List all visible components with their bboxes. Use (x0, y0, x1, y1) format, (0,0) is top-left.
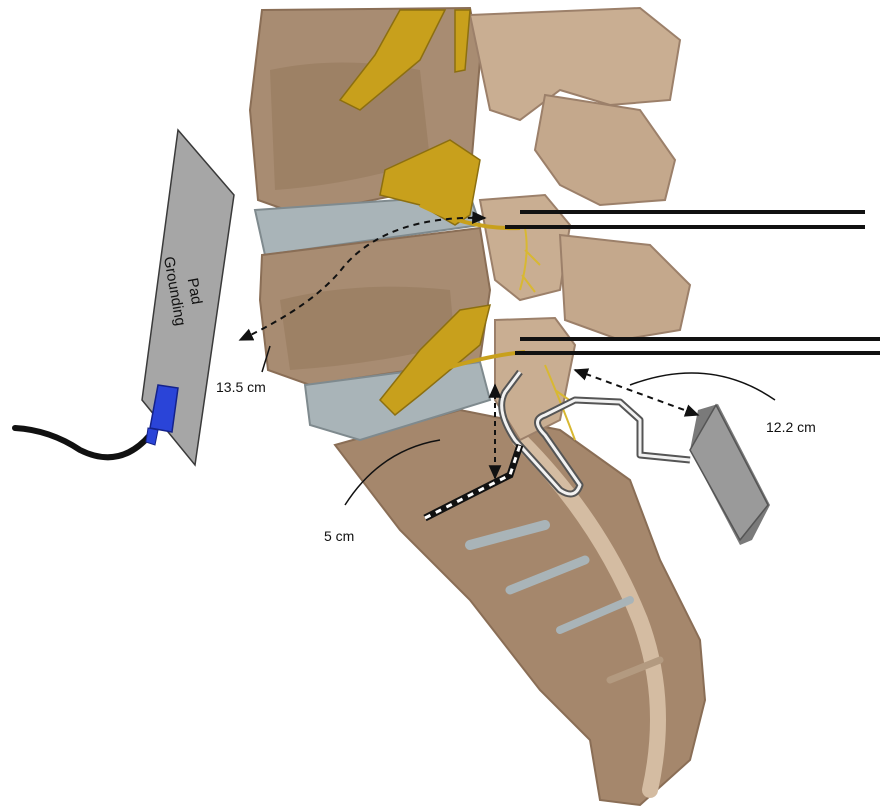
spinous-process-2 (560, 235, 690, 340)
leader-generator-distance (630, 373, 775, 400)
grounding-pad-icon: Grounding Pad (15, 130, 234, 465)
distance-label-pad: 13.5 cm (216, 379, 266, 395)
pad-cable (15, 428, 150, 457)
pulse-generator-icon (690, 404, 770, 545)
spinous-process-1 (535, 95, 675, 205)
distance-label-generator: 12.2 cm (766, 419, 816, 435)
pad-connector-tip (146, 428, 158, 445)
distance-label-lead: 5 cm (324, 528, 354, 544)
spine-illustration (250, 8, 705, 805)
arrow-generator-distance (575, 370, 698, 415)
